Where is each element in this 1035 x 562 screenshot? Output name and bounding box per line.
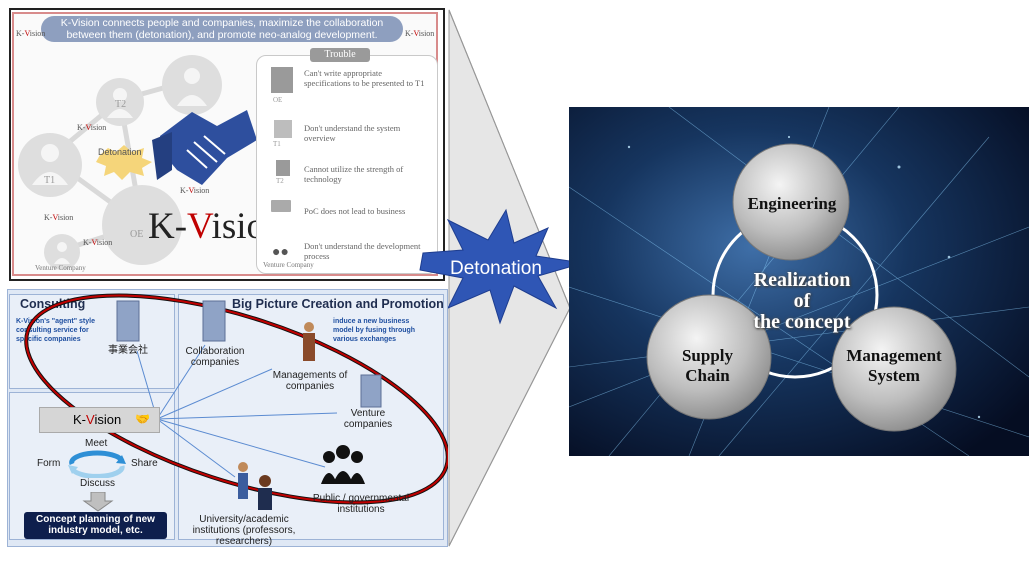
- big-picture-title: Big Picture Creation and Promotion: [232, 297, 444, 311]
- label-t2: T2: [115, 99, 127, 110]
- kvision-tag-3: K-Vision: [83, 238, 113, 247]
- label-engineering: Engineering: [747, 194, 837, 213]
- trouble-item-3: Cannot utilize the strength of technolog…: [304, 164, 404, 184]
- concept-image: [569, 107, 1029, 456]
- consulting-note: K-Vision's "agent" style consulting serv…: [16, 318, 95, 343]
- cycle-arrows-icon: [68, 450, 126, 478]
- kvision-banner: K-Vision connects people and companies, …: [41, 16, 403, 42]
- people-icon: ●●: [272, 243, 289, 259]
- trouble-item-2-tag: T1: [273, 140, 281, 148]
- handshake-small-icon: 🤝: [135, 412, 150, 426]
- kvision-tag-2: K-Vision: [44, 213, 74, 222]
- concept-background: [569, 107, 1029, 456]
- big-picture-note: induce a new business model by fusing th…: [333, 318, 416, 343]
- node-t1: [18, 133, 82, 197]
- concept-planning-box: Concept planning of new industry model, …: [24, 512, 167, 539]
- node-collaboration-companies: Collaboration companies: [185, 346, 245, 368]
- building-icon-2: [274, 120, 292, 138]
- trouble-item-2: Don't understand the system overview: [304, 123, 401, 143]
- kvision-small-logo-left: K-Vision: [16, 29, 46, 38]
- trouble-item-3-tag: T2: [276, 177, 284, 185]
- banner-line-1: K-Vision connects people and companies, …: [60, 17, 384, 29]
- computer-icon: [271, 200, 291, 212]
- label-supply-chain: Supply Chain: [681, 346, 734, 385]
- realization-line-2: of: [793, 290, 811, 312]
- kvision-hub-box: K-Vision: [39, 407, 160, 433]
- down-arrow-icon: [82, 492, 114, 512]
- node-venture-companies: Venture companies: [343, 408, 393, 430]
- relationship-diagram: [24, 293, 448, 510]
- node-top: [162, 55, 222, 115]
- node-oe: [102, 185, 182, 265]
- realization-line-3: the concept: [753, 311, 851, 333]
- network-graph: [18, 55, 257, 270]
- detonation-star-icon: [419, 208, 584, 325]
- realization-label: Realization of the concept: [712, 270, 892, 333]
- cycle-form: Form: [37, 458, 61, 469]
- sphere-engineering: [732, 143, 850, 261]
- realization-line-1: Realization: [753, 269, 851, 291]
- sphere-management: [831, 306, 957, 432]
- sphere-supply-chain: [646, 294, 772, 420]
- label-venture-company: Venture Company: [35, 264, 86, 272]
- kvision-small-logo-right: K-Vision: [405, 29, 435, 38]
- detonation-badge-star: [96, 145, 152, 180]
- company-label: 事業会社: [108, 345, 148, 356]
- trouble-title: Trouble: [310, 48, 370, 62]
- trouble-item-4: PoC does not lead to business: [304, 206, 406, 216]
- detonation-label: Detonation: [450, 258, 542, 279]
- label-oe: OE: [130, 229, 144, 240]
- cycle-discuss: Discuss: [80, 478, 116, 489]
- label-t1: T1: [44, 175, 56, 186]
- node-university-academic: University/academic institutions (profes…: [192, 514, 296, 547]
- handshake-icon: [152, 110, 257, 185]
- trouble-item-1: Can't write appropriate specifications t…: [304, 68, 425, 88]
- building-icon: [271, 67, 293, 93]
- cycle-share: Share: [131, 458, 158, 469]
- node-public-governmental: Public / governmental institutions: [312, 493, 410, 515]
- trouble-item-1-tag: OE: [273, 96, 283, 104]
- kvision-tag-1: K-Vision: [77, 123, 107, 132]
- building-icon-3: [276, 160, 290, 176]
- node-managements-of-companies: Managements of companies: [272, 370, 348, 392]
- trouble-item-5: Don't understand the development process: [304, 241, 421, 261]
- cycle-meet: Meet: [85, 438, 108, 449]
- trouble-footer: Venture Company: [263, 261, 314, 269]
- detonation-badge-label: Detonation: [98, 147, 142, 157]
- banner-line-2: between them (detonation), and promote n…: [66, 29, 378, 41]
- kvision-tag-4: K-Vision: [180, 186, 210, 195]
- label-management-system: Management System: [846, 346, 942, 385]
